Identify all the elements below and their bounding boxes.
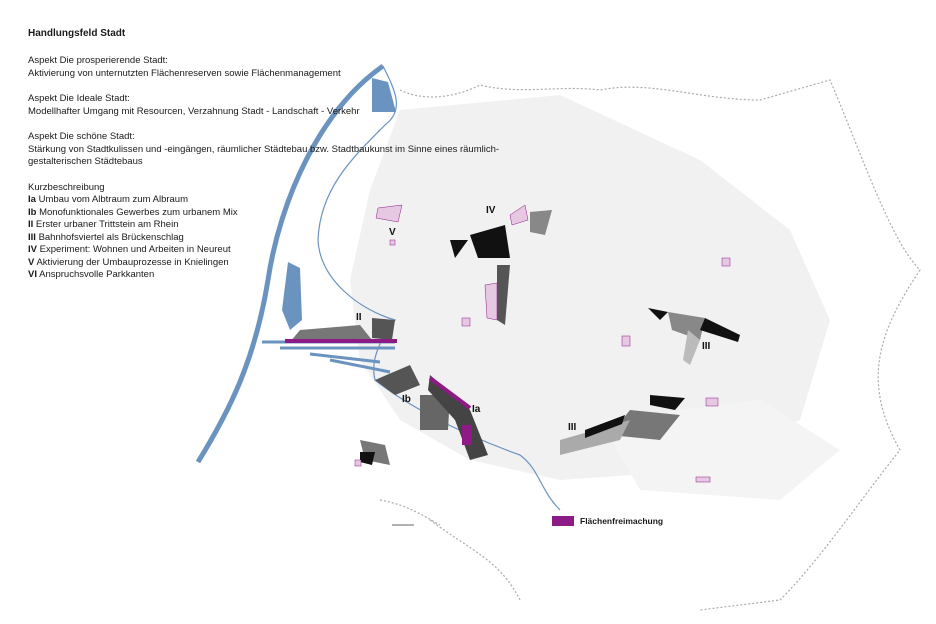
summary-key: III xyxy=(28,231,36,243)
summary-text: Bahnhofsviertel als Brückenschlag xyxy=(38,231,184,243)
summary-text: Monofunktionales Gewerbes zum urbanem Mi… xyxy=(39,206,238,218)
map-label-iv: IV xyxy=(486,205,496,216)
aspect-3: Aspekt Die schöne Stadt: Stärkung von St… xyxy=(28,131,518,169)
summary-item: II Erster urbaner Trittstein am Rhein xyxy=(28,219,518,232)
district-iv xyxy=(450,204,552,325)
summary-key: Ia xyxy=(28,194,36,205)
page-title: Handlungsfeld Stadt xyxy=(28,28,126,39)
harbor-basin xyxy=(372,78,396,112)
map-label-ii: II xyxy=(356,312,362,323)
summary-item: III Bahnhofsviertel als Brückenschlag xyxy=(28,232,518,245)
map-label-iii-south: III xyxy=(568,422,577,433)
summary-text: Aktivierung der Umbauprozesse in Knielin… xyxy=(36,256,229,268)
aspect-heading: Aspekt Die schöne Stadt: xyxy=(28,131,135,142)
summary-key: II xyxy=(28,219,34,230)
legend-label: Flächenfreimachung xyxy=(580,516,664,526)
aspect-2: Aspekt Die Ideale Stadt: Modellhafter Um… xyxy=(28,93,518,118)
district-ib-ia xyxy=(360,365,488,465)
district-v xyxy=(375,204,403,223)
map-label-ib: Ib xyxy=(402,394,411,405)
rhine-river xyxy=(195,63,385,464)
summary-key: V xyxy=(28,256,35,268)
summary: Kurzbeschreibung Ia Umbau vom Albtraum z… xyxy=(28,182,518,282)
pink-areas xyxy=(354,239,731,483)
map-label-ia: Ia xyxy=(472,404,481,415)
city-boundary xyxy=(379,79,921,611)
summary-text: Experiment: Wohnen und Arbeiten in Neure… xyxy=(39,244,231,255)
aspect-text: Modellhafter Umgang mit Resourcen, Verza… xyxy=(28,105,360,117)
aspect-1: Aspekt Die prosperierende Stadt: Aktivie… xyxy=(28,55,518,80)
map-label-iii-east: III xyxy=(702,341,711,352)
summary-item: VI Anspruchsvolle Parkkanten xyxy=(28,269,518,282)
summary-item: IV Experiment: Wohnen und Arbeiten in Ne… xyxy=(28,244,518,257)
summary-item: Ib Monofunktionales Gewerbes zum urbanem… xyxy=(28,207,518,220)
aspect-heading: Aspekt Die prosperierende Stadt: xyxy=(28,55,168,66)
lake xyxy=(282,262,302,330)
summary-key: IV xyxy=(28,244,37,255)
district-iii-south xyxy=(560,395,685,455)
summary-item: Ia Umbau vom Albtraum zum Albraum xyxy=(28,194,518,207)
summary-key: Ib xyxy=(28,206,37,218)
district-iii-east xyxy=(648,308,740,365)
map-label-v: V xyxy=(389,227,396,238)
summary-text: Umbau vom Albtraum zum Albraum xyxy=(38,194,188,205)
legend-swatch xyxy=(552,516,574,526)
aspect-heading: Aspekt Die Ideale Stadt: xyxy=(28,93,130,104)
map-legend: Flächenfreimachung xyxy=(552,516,663,526)
aspect-text: Stärkung von Stadtkulissen und -eingänge… xyxy=(28,143,500,168)
aspect-text: Aktivierung von unternutzten Flächenrese… xyxy=(28,67,341,79)
summary-key: VI xyxy=(28,269,37,280)
summary-heading: Kurzbeschreibung xyxy=(28,181,105,193)
aspects: Aspekt Die prosperierende Stadt: Aktivie… xyxy=(28,55,518,282)
river-thin xyxy=(317,65,561,511)
summary-text: Erster urbaner Trittstein am Rhein xyxy=(35,219,179,230)
district-ii xyxy=(285,318,397,343)
summary-text: Anspruchsvolle Parkkanten xyxy=(39,269,155,280)
summary-item: V Aktivierung der Umbauprozesse in Kniel… xyxy=(28,257,518,270)
